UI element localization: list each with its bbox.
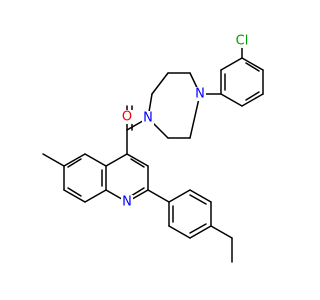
- bond: [168, 225, 191, 239]
- bond: [220, 57, 243, 71]
- atom-label-background: [232, 33, 252, 48]
- bond: [245, 91, 260, 101]
- bond: [105, 153, 128, 167]
- bond: [189, 225, 212, 239]
- bond: [241, 93, 264, 107]
- piperazine-n-aryl-atom: N: [194, 87, 206, 102]
- chlorine-atom: Cl: [232, 33, 252, 49]
- bond: [130, 187, 145, 197]
- bond: [210, 225, 233, 239]
- bond: [151, 72, 169, 95]
- bond: [189, 194, 207, 205]
- bond: [130, 158, 145, 168]
- bond: [126, 153, 149, 167]
- bond: [63, 189, 86, 203]
- bond: [241, 57, 264, 71]
- chemical-structure-diagram: Cl N N O N: [42, 33, 264, 263]
- bonds: [42, 47, 264, 263]
- bond: [189, 93, 201, 139]
- bond: [147, 189, 170, 203]
- chlorine-label: Cl: [236, 34, 249, 49]
- bond: [245, 62, 260, 72]
- bond: [168, 189, 191, 203]
- bond: [42, 153, 65, 167]
- piperazine-n-amide-atom: N: [142, 111, 154, 126]
- atom-label-background: [194, 87, 206, 101]
- quinoline-n-atom: N: [121, 195, 133, 210]
- piperazine-n-aryl-label: N: [195, 87, 205, 102]
- atom-label-background: [142, 111, 154, 125]
- atom-label-background: [121, 195, 133, 209]
- bond: [67, 187, 82, 197]
- atom-label-background: [120, 110, 134, 124]
- carbonyl-oxygen-atom: O: [120, 110, 134, 125]
- bond: [189, 223, 207, 234]
- bond: [84, 189, 107, 203]
- bond: [63, 153, 86, 167]
- piperazine-n-amide-label: N: [143, 111, 153, 126]
- bond: [220, 93, 243, 107]
- bond: [84, 153, 107, 167]
- atom-labels: Cl N N O N: [120, 33, 252, 210]
- carbonyl-oxygen-label: O: [122, 110, 132, 125]
- bond: [189, 189, 212, 203]
- quinoline-n-label: N: [122, 195, 132, 210]
- bond: [67, 158, 82, 168]
